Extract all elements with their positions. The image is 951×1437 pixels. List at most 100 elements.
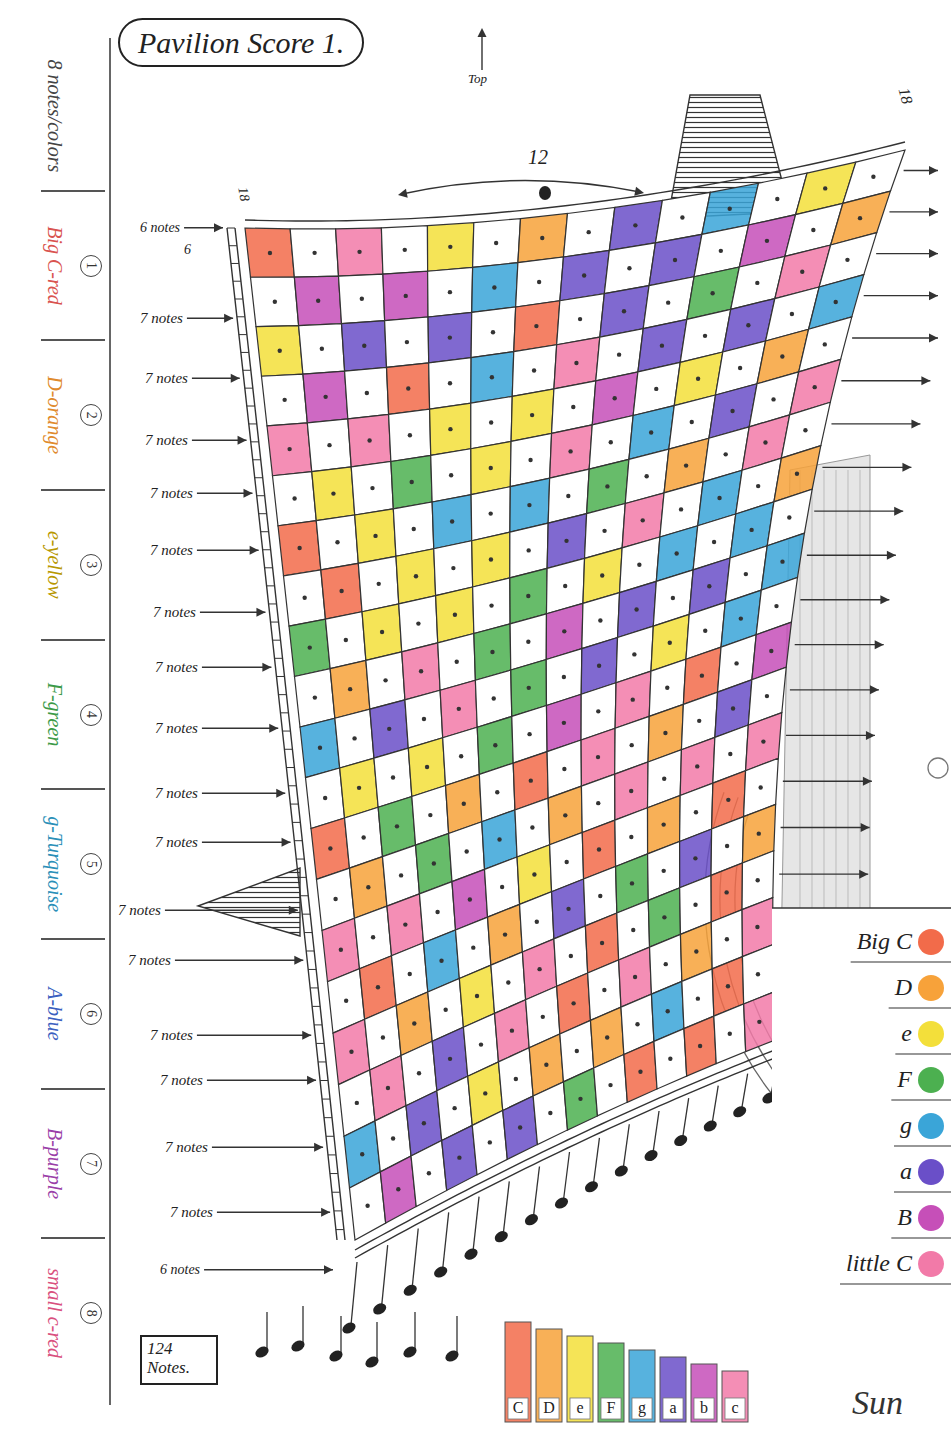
legend-text: g <box>900 1112 912 1138</box>
note-cell <box>294 276 341 325</box>
cell-dot <box>497 837 501 841</box>
cell-dot <box>514 1077 518 1081</box>
blank-cell <box>358 556 398 611</box>
rail-tick <box>308 969 316 970</box>
note-stem <box>302 1306 303 1346</box>
note-cell <box>427 223 473 272</box>
bar-label-patch <box>632 1398 652 1419</box>
blank-cell <box>338 274 384 323</box>
note-head <box>371 1301 388 1317</box>
cell-dot <box>780 559 784 563</box>
cell-dot <box>457 1155 461 1159</box>
note-stem <box>382 1245 388 1306</box>
cell-dot <box>703 334 707 338</box>
blank-cell <box>516 257 564 307</box>
cell-dot <box>471 945 475 949</box>
cell-dot <box>360 297 364 301</box>
note-cell <box>503 1096 538 1159</box>
note-total: 124 Notes. <box>147 1340 209 1377</box>
note-stem <box>712 1086 718 1123</box>
note-cell <box>472 263 518 313</box>
cell-dot <box>493 743 497 747</box>
note-cell <box>341 321 386 371</box>
count-arrow <box>204 1269 333 1270</box>
blank-cell <box>767 489 812 546</box>
cell-dot <box>448 335 452 339</box>
cell-dot <box>734 661 738 665</box>
cell-dot <box>537 967 541 971</box>
cell-dot <box>405 340 409 344</box>
cell-dot <box>491 330 495 334</box>
legend-underline <box>891 1099 951 1100</box>
note-stem <box>742 1074 748 1109</box>
margin-line <box>109 38 111 1405</box>
note-count: 7 notes <box>150 1027 193 1044</box>
top-arrow-head <box>478 28 487 37</box>
cell-dot <box>448 290 452 294</box>
count-arrow <box>197 550 259 551</box>
note-stem <box>376 1322 377 1362</box>
note-head <box>493 1229 510 1245</box>
note-color-strip: 8 notes/colors1Big C-red2D-orange3e-yell… <box>41 42 105 1387</box>
out-arrow-head <box>861 823 870 832</box>
cell-dot <box>414 574 418 578</box>
cell-dot <box>633 975 637 979</box>
cell-dot <box>412 1021 416 1025</box>
legend-text: B <box>897 1204 912 1230</box>
note-head <box>432 1264 449 1280</box>
cell-dot <box>664 962 668 966</box>
blank-cell <box>512 345 556 397</box>
cell-dot <box>534 324 538 328</box>
bar-letter: F <box>607 1399 616 1417</box>
cell-dot <box>532 872 536 876</box>
cell-dot <box>600 573 604 577</box>
cell-dot <box>597 664 601 668</box>
cell-dot <box>448 1057 452 1061</box>
scale-bar <box>660 1357 686 1422</box>
cell-dot <box>666 1009 670 1013</box>
cell-dot <box>365 391 369 395</box>
cell-dot <box>396 1187 400 1191</box>
cell-dot <box>582 273 586 277</box>
blank-cell <box>714 1004 746 1064</box>
out-arrow <box>779 873 868 874</box>
cell-dot <box>823 342 827 346</box>
cell-dot <box>597 847 601 851</box>
cell-dot <box>406 386 410 390</box>
count-arrow <box>175 960 303 961</box>
count-arrow <box>212 1147 323 1148</box>
note-stem <box>412 1229 418 1288</box>
note-count: 7 notes <box>160 1072 203 1089</box>
cell-dot <box>739 616 743 620</box>
note-cell <box>256 326 303 377</box>
cell-dot <box>660 343 664 347</box>
cell-dot <box>475 994 479 998</box>
note-stem <box>683 1098 689 1137</box>
out-arrow <box>864 295 938 296</box>
cell-dot <box>526 594 530 598</box>
cell-dot <box>612 396 616 400</box>
note-count: 7 notes <box>153 604 196 621</box>
cell-dot <box>339 948 343 952</box>
cell-dot <box>575 1049 579 1053</box>
cell-dot <box>268 251 272 255</box>
count-arrow-head <box>224 314 233 323</box>
blank-cell <box>472 1111 507 1175</box>
out-arrow <box>841 380 930 381</box>
cell-dot <box>459 754 463 758</box>
blank-cell <box>350 1172 386 1240</box>
note-cell <box>684 1016 716 1076</box>
rail-tick <box>245 388 253 389</box>
rail-tick <box>257 495 265 496</box>
rail-tick <box>300 895 308 896</box>
rail-tick <box>318 1061 326 1062</box>
note-stem <box>503 1181 509 1233</box>
rail-tick <box>237 316 245 317</box>
out-arrow <box>800 599 889 600</box>
blank-cell <box>399 596 438 652</box>
note-cell <box>245 228 294 277</box>
note-cell <box>321 563 362 619</box>
color-name: g-Turquoise <box>44 816 66 912</box>
rail-tick <box>324 1117 332 1118</box>
legend-text: e <box>901 1020 912 1046</box>
